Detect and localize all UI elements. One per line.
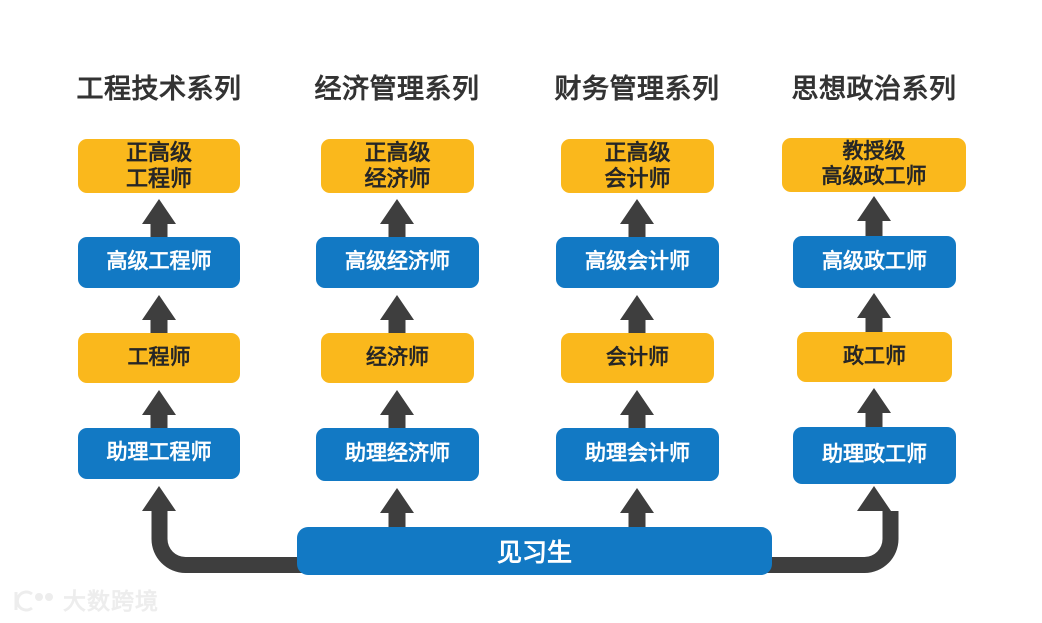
rank-label-c1-l1: 助理工程师 xyxy=(106,441,212,465)
rank-box-c4-l4[interactable]: 教授级 高级政工师 xyxy=(782,138,966,192)
rank-box-c1-l2[interactable]: 工程师 xyxy=(78,333,240,383)
rank-label-c4-l4: 教授级 高级政工师 xyxy=(821,140,927,188)
rank-label-c3-l1: 助理会计师 xyxy=(585,442,690,466)
rank-label-c4-l1: 助理政工师 xyxy=(822,443,927,467)
rank-label-c3-l3: 高级会计师 xyxy=(585,250,690,274)
rank-box-c2-l3[interactable]: 高级经济师 xyxy=(316,237,479,288)
column-header-economics: 经济管理系列 xyxy=(314,74,480,104)
arrow-base-to-c4 xyxy=(760,486,899,573)
arrow-c4-l2-to-l3 xyxy=(857,293,891,337)
rank-label-c1-l4: 正高级 工程师 xyxy=(125,140,192,191)
rank-box-c3-l3[interactable]: 高级会计师 xyxy=(556,237,719,288)
rank-box-c1-l4[interactable]: 正高级 工程师 xyxy=(78,139,240,193)
rank-label-c2-l1: 助理经济师 xyxy=(345,442,450,466)
arrow-c4-l3-to-l4 xyxy=(857,196,891,240)
rank-label-c1-l3: 高级工程师 xyxy=(106,250,212,274)
rank-label-c1-l2: 工程师 xyxy=(127,345,191,369)
arrow-c4-l1-to-l2 xyxy=(857,388,891,432)
column-header-political: 思想政治系列 xyxy=(791,74,957,104)
watermark-logo-icon xyxy=(14,590,53,612)
rank-box-c4-l1[interactable]: 助理政工师 xyxy=(793,427,956,484)
base-role-trainee-bar[interactable]: 见习生 xyxy=(297,527,772,575)
rank-box-c1-l3[interactable]: 高级工程师 xyxy=(78,237,240,288)
rank-box-c3-l2[interactable]: 会计师 xyxy=(561,333,714,383)
arrow-base-to-c1 xyxy=(142,486,310,573)
rank-box-c2-l2[interactable]: 经济师 xyxy=(321,333,474,383)
rank-label-c4-l3: 高级政工师 xyxy=(822,249,927,273)
rank-label-c2-l4: 正高级 经济师 xyxy=(364,140,431,191)
watermark-text: 大数跨境 xyxy=(63,587,159,614)
rank-label-c4-l2: 政工师 xyxy=(843,344,906,368)
rank-label-c2-l2: 经济师 xyxy=(366,345,429,369)
column-header-engineering: 工程技术系列 xyxy=(76,74,242,104)
watermark: 大数跨境 xyxy=(12,588,159,614)
rank-box-c4-l3[interactable]: 高级政工师 xyxy=(793,236,956,288)
rank-box-c3-l1[interactable]: 助理会计师 xyxy=(556,428,719,481)
rank-box-c2-l1[interactable]: 助理经济师 xyxy=(316,428,479,481)
rank-box-c3-l4[interactable]: 正高级 会计师 xyxy=(561,139,714,193)
rank-box-c2-l4[interactable]: 正高级 经济师 xyxy=(321,139,474,193)
rank-label-c3-l4: 正高级 会计师 xyxy=(604,140,671,191)
base-role-label: 见习生 xyxy=(496,539,572,567)
rank-label-c2-l3: 高级经济师 xyxy=(345,250,450,274)
rank-box-c4-l2[interactable]: 政工师 xyxy=(797,332,952,382)
rank-label-c3-l2: 会计师 xyxy=(606,345,669,369)
column-header-finance: 财务管理系列 xyxy=(554,74,720,104)
rank-box-c1-l1[interactable]: 助理工程师 xyxy=(78,428,240,479)
